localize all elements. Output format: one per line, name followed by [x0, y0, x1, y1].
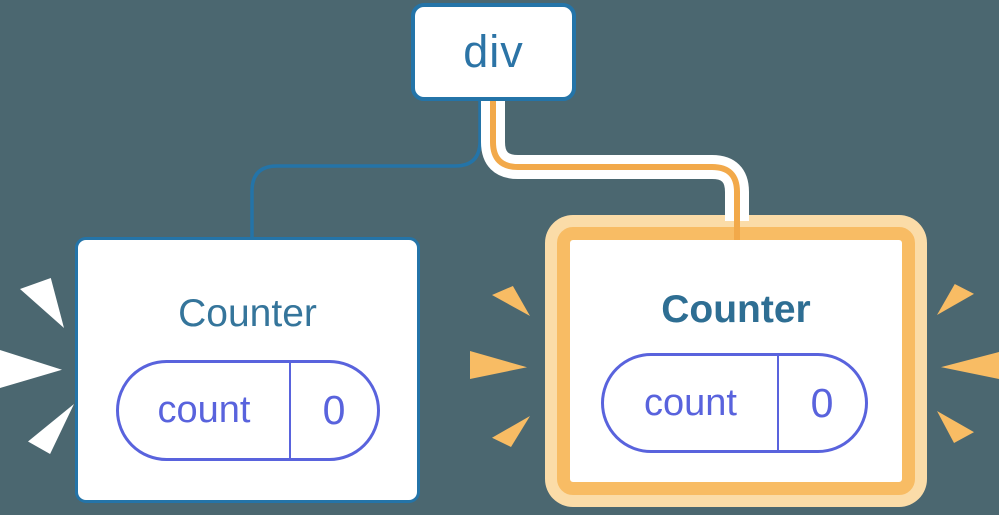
state-pill: count 0 — [116, 360, 380, 461]
state-key-label: count — [119, 363, 291, 458]
card-title: Counter — [661, 288, 811, 331]
state-pill: count 0 — [601, 353, 868, 453]
root-node: div — [411, 3, 576, 101]
root-node-label: div — [463, 26, 524, 77]
counter-card-left: Counter count 0 — [75, 237, 420, 503]
state-key-label: count — [604, 356, 779, 450]
connector-highlight-casing — [481, 99, 749, 221]
connector-blue-line — [250, 99, 482, 239]
connector-highlight-line — [490, 99, 740, 240]
state-value: 0 — [810, 379, 834, 426]
counter-card-right: Counter count 0 — [557, 227, 915, 495]
state-value: 0 — [322, 387, 346, 433]
card-title: Counter — [178, 292, 317, 335]
